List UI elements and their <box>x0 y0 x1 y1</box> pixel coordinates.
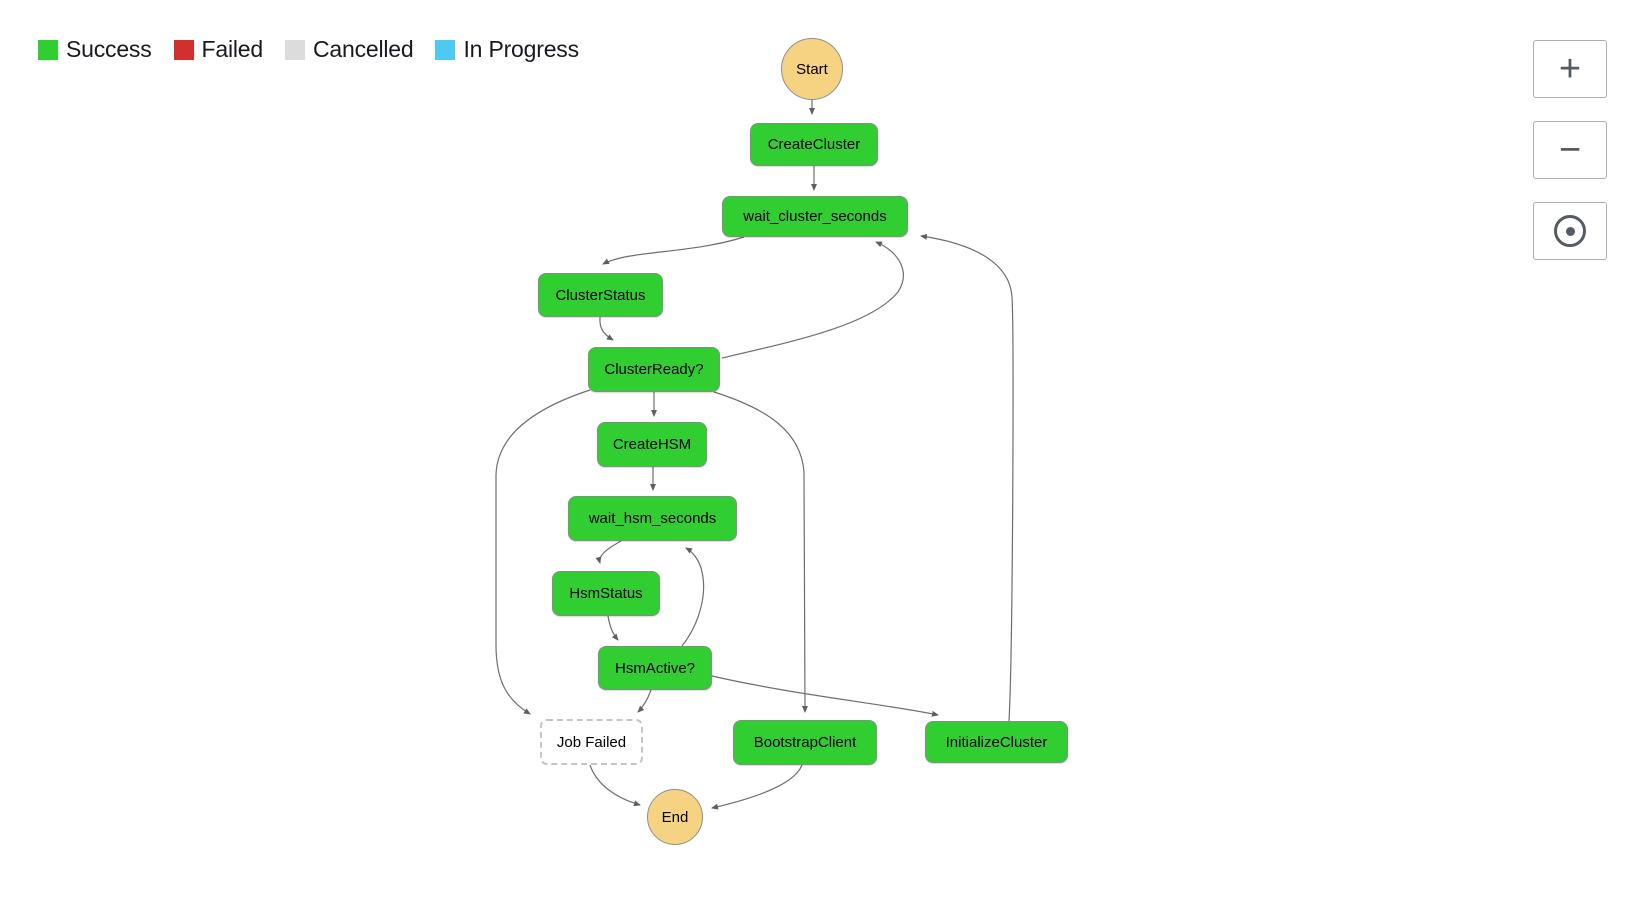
minus-icon: − <box>1558 129 1582 171</box>
node-cluster-ready[interactable]: ClusterReady? <box>588 347 720 392</box>
circle-dot-icon <box>1554 215 1586 247</box>
node-initialize-cluster[interactable]: InitializeCluster <box>925 721 1068 763</box>
node-start-label: Start <box>796 60 828 78</box>
node-hsm-active[interactable]: HsmActive? <box>598 646 712 690</box>
zoom-in-button[interactable]: + <box>1533 40 1607 98</box>
node-start[interactable]: Start <box>781 38 843 100</box>
node-wait-cluster-seconds-label: wait_cluster_seconds <box>743 208 887 225</box>
plus-icon: + <box>1558 48 1582 90</box>
edge-clusterready-to-waitclusterseconds <box>721 241 904 359</box>
edge-waitclusterseconds-to-clusterstatus <box>602 236 745 265</box>
node-wait-hsm-seconds-label: wait_hsm_seconds <box>588 510 717 527</box>
node-end[interactable]: End <box>647 789 703 845</box>
edge-jobfailed-to-end <box>589 764 641 807</box>
edge-clusterready-to-bootstrapclient <box>713 391 808 713</box>
legend-label-inprogress: In Progress <box>463 36 579 62</box>
edge-hsmactive-to-waithsmseconds <box>681 547 705 647</box>
node-create-hsm-label: CreateHSM <box>612 436 692 453</box>
legend-item-cancelled: Cancelled <box>284 36 414 63</box>
zoom-to-fit-button[interactable] <box>1533 202 1607 260</box>
edge-hsmactive-to-jobfailed <box>637 689 652 713</box>
node-create-cluster-label: CreateCluster <box>767 136 861 153</box>
edge-hsmactive-to-initializecluster <box>711 675 939 717</box>
node-job-failed[interactable]: Job Failed <box>540 719 643 765</box>
edge-waithsmseconds-to-hsmstatus <box>595 540 622 564</box>
node-initialize-cluster-label: InitializeCluster <box>945 733 1048 751</box>
status-legend: Success Failed Cancelled In Progress <box>38 36 579 63</box>
legend-item-inprogress: In Progress <box>435 36 579 63</box>
node-hsm-active-label: HsmActive? <box>614 659 696 677</box>
node-bootstrap-client[interactable]: BootstrapClient <box>733 720 877 765</box>
edge-initializecluster-to-waitclusterseconds <box>920 233 1014 722</box>
edge-clusterready-to-jobfailed <box>495 389 591 715</box>
legend-label-failed: Failed <box>201 36 264 62</box>
node-end-label: End <box>661 808 689 826</box>
edge-hsmstatus-to-hsmactive <box>607 615 619 641</box>
node-hsm-status[interactable]: HsmStatus <box>552 571 660 616</box>
in-progress-swatch-icon <box>435 39 456 60</box>
zoom-out-button[interactable]: − <box>1533 121 1607 179</box>
edge-clusterstatus-to-clusterready <box>599 316 614 341</box>
legend-label-cancelled: Cancelled <box>312 36 414 62</box>
node-bootstrap-client-label: BootstrapClient <box>753 734 857 751</box>
node-hsm-status-label: HsmStatus <box>569 585 643 602</box>
edge-bootstrapclient-to-end <box>711 764 803 810</box>
success-swatch-icon <box>38 39 58 60</box>
legend-label-success: Success <box>66 36 152 62</box>
node-create-cluster[interactable]: CreateCluster <box>750 123 878 166</box>
node-wait-hsm-seconds[interactable]: wait_hsm_seconds <box>568 496 737 541</box>
node-cluster-status[interactable]: ClusterStatus <box>538 273 663 317</box>
node-wait-cluster-seconds[interactable]: wait_cluster_seconds <box>722 196 908 237</box>
node-cluster-ready-label: ClusterReady? <box>604 361 704 378</box>
node-job-failed-label: Job Failed <box>556 733 627 751</box>
legend-item-success: Success <box>38 36 152 63</box>
failed-swatch-icon <box>173 39 194 60</box>
graph-zoom-controls: + − <box>1533 40 1607 260</box>
cancelled-swatch-icon <box>284 39 305 60</box>
node-create-hsm[interactable]: CreateHSM <box>597 422 707 467</box>
node-cluster-status-label: ClusterStatus <box>555 286 646 304</box>
legend-item-failed: Failed <box>173 36 264 63</box>
